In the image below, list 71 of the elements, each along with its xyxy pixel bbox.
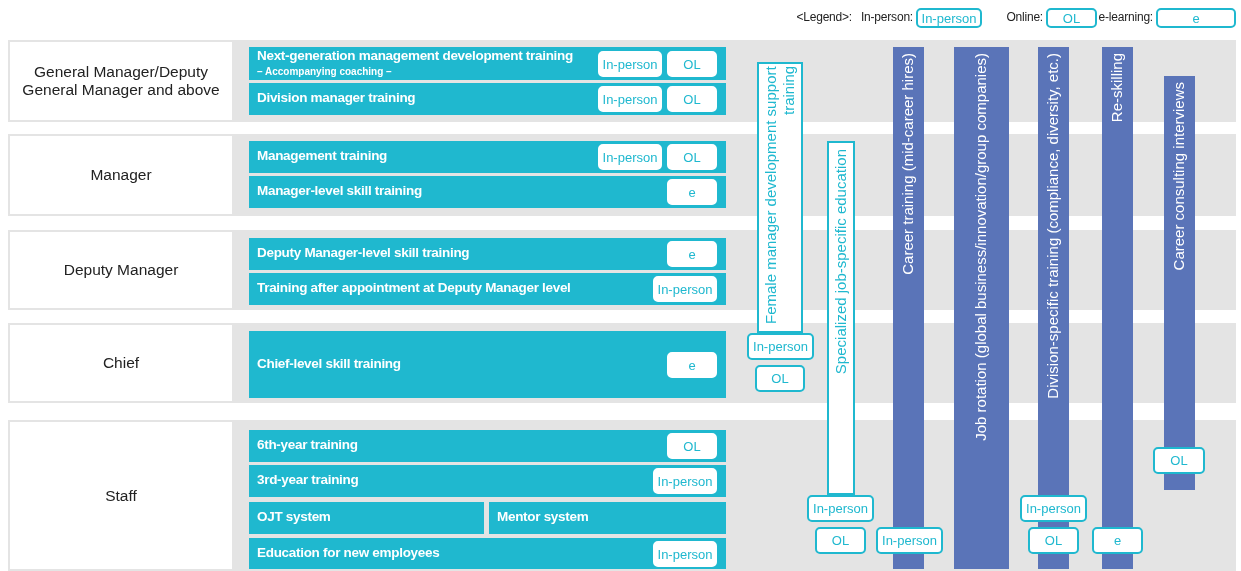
program-title: Job rotation (global business/innovation/group companies) bbox=[971, 53, 989, 441]
format-tag: e bbox=[1092, 527, 1143, 554]
format-tag: OL bbox=[815, 527, 866, 554]
format-tag: e bbox=[1156, 8, 1236, 28]
format-tag: In-person bbox=[598, 51, 662, 77]
training-title: 3rd-year training bbox=[257, 472, 359, 487]
program-title: Division-specific training (compliance, diversity, etc.) bbox=[1043, 53, 1061, 399]
format-tag: OL bbox=[667, 144, 717, 170]
training-title: Management training bbox=[257, 148, 388, 163]
training-box bbox=[249, 238, 726, 270]
format-tag: In-person bbox=[598, 86, 662, 112]
training-box bbox=[249, 331, 726, 398]
format-tag: OL bbox=[667, 51, 717, 77]
training-box bbox=[249, 141, 726, 173]
format-tag: OL bbox=[1153, 447, 1205, 474]
program-title: Female manager development support training bbox=[762, 66, 798, 326]
legend-heading: <Legend>: bbox=[796, 10, 852, 24]
format-tag: In-person bbox=[653, 541, 717, 567]
training-title: Education for new employees bbox=[257, 544, 440, 560]
legend-label: e-learning: bbox=[1098, 10, 1153, 24]
training-title: Deputy Manager-level skill training bbox=[257, 245, 470, 260]
legend-label: Online: bbox=[1006, 10, 1043, 24]
format-tag: OL bbox=[1028, 527, 1079, 554]
program-bar bbox=[1102, 47, 1133, 569]
training-box bbox=[249, 465, 726, 497]
format-tag: In-person bbox=[653, 468, 717, 494]
program-title: Re-skilling bbox=[1107, 53, 1125, 123]
training-title: Mentor system bbox=[497, 509, 589, 524]
training-box bbox=[249, 273, 726, 305]
format-tag: OL bbox=[755, 365, 805, 392]
format-tag: In-person bbox=[598, 144, 662, 170]
format-tag: In-person bbox=[876, 527, 943, 554]
training-box bbox=[249, 47, 726, 80]
format-tag: In-person bbox=[653, 276, 717, 302]
training-title: Chief-level skill training bbox=[257, 355, 401, 371]
training-title: 6th-year training bbox=[257, 437, 358, 452]
program-title: Specialized job-specific education bbox=[832, 149, 849, 375]
format-tag: In-person bbox=[1020, 495, 1087, 522]
format-tag: e bbox=[667, 179, 717, 205]
training-box bbox=[489, 502, 726, 534]
training-title: Division manager training bbox=[257, 90, 416, 105]
program-bar bbox=[757, 62, 803, 333]
program-title: Career consulting interviews bbox=[1169, 82, 1187, 271]
training-box bbox=[249, 502, 484, 534]
level-label: General Manager/Deputy General Manager and above bbox=[10, 42, 232, 120]
program-bar bbox=[827, 141, 855, 495]
format-tag: OL bbox=[667, 86, 717, 112]
legend-label: In-person: bbox=[860, 10, 913, 24]
format-tag: In-person bbox=[916, 8, 982, 28]
training-box bbox=[249, 538, 726, 569]
format-tag: In-person bbox=[807, 495, 874, 522]
level-label: Manager bbox=[10, 136, 232, 214]
level-label: Chief bbox=[10, 325, 232, 401]
level-label: Deputy Manager bbox=[10, 232, 232, 308]
format-tag: OL bbox=[1046, 8, 1097, 28]
training-box bbox=[249, 176, 726, 208]
training-box bbox=[249, 430, 726, 462]
format-tag: In-person bbox=[747, 333, 814, 360]
program-bar bbox=[954, 47, 1009, 569]
training-title: OJT system bbox=[257, 509, 331, 524]
training-title: Training after appointment at Deputy Manager level bbox=[257, 280, 571, 295]
program-bar bbox=[1164, 76, 1195, 490]
program-title: Career training (mid-career hires) bbox=[898, 53, 916, 275]
training-note: – Accompanying coaching – bbox=[257, 66, 392, 77]
level-label: Staff bbox=[10, 422, 232, 569]
format-tag: e bbox=[667, 352, 717, 378]
training-box bbox=[249, 83, 726, 115]
format-tag: e bbox=[667, 241, 717, 267]
training-title: Next-generation management development training bbox=[257, 48, 573, 63]
format-tag: OL bbox=[667, 433, 717, 459]
training-title: Manager-level skill training bbox=[257, 183, 422, 198]
